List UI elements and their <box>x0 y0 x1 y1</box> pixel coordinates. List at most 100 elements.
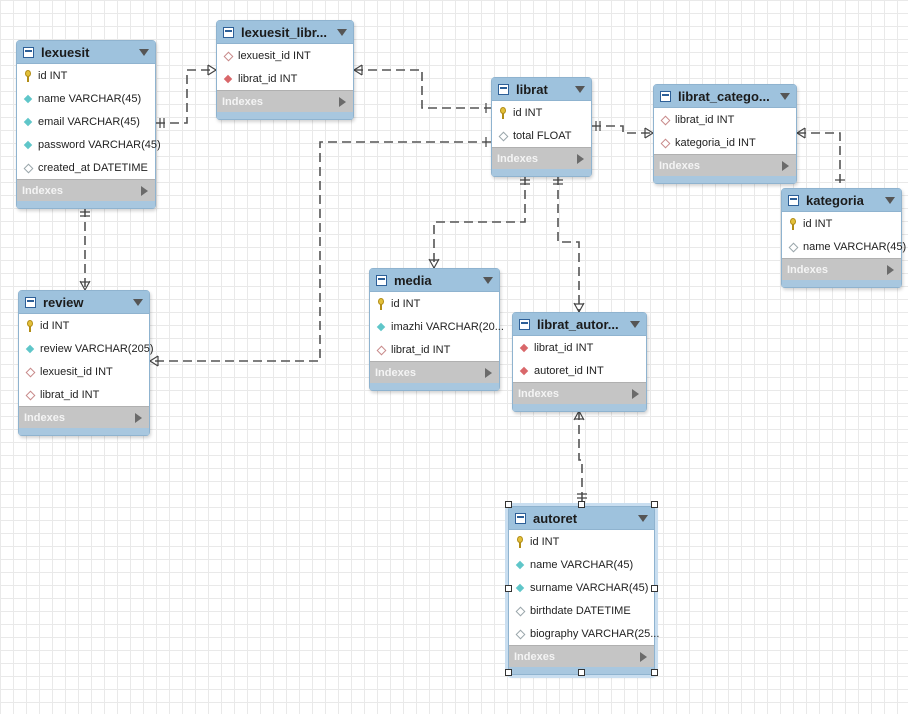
column-row[interactable]: email VARCHAR(45) <box>17 110 155 133</box>
column-row[interactable]: review VARCHAR(205) <box>19 337 154 360</box>
column-row[interactable]: id INT <box>492 101 591 124</box>
expand-arrow-icon[interactable] <box>485 368 492 378</box>
column-row[interactable]: imazhi VARCHAR(20... <box>370 315 504 338</box>
column-label: surname VARCHAR(45) <box>530 581 649 594</box>
indexes-label: Indexes <box>24 411 65 424</box>
indexes-section[interactable]: Indexes <box>509 645 654 667</box>
expand-arrow-icon[interactable] <box>339 97 346 107</box>
resize-handle-middle-left[interactable] <box>505 585 512 592</box>
table-header[interactable]: lexuesit <box>17 41 155 64</box>
expand-arrow-icon[interactable] <box>135 413 142 423</box>
column-row[interactable]: name VARCHAR(45) <box>17 87 155 110</box>
resize-handle-bottom-right[interactable] <box>651 669 658 676</box>
resize-handle-middle-right[interactable] <box>651 585 658 592</box>
table-icon <box>376 274 387 286</box>
table-footer <box>217 112 353 119</box>
column-row[interactable]: name VARCHAR(45) <box>509 553 654 576</box>
column-row[interactable]: librat_id INT <box>513 336 646 359</box>
column-row[interactable]: id INT <box>19 314 149 337</box>
expand-arrow-icon[interactable] <box>577 154 584 164</box>
chevron-down-icon[interactable] <box>483 276 493 284</box>
chevron-down-icon[interactable] <box>630 320 640 328</box>
column-row[interactable]: surname VARCHAR(45) <box>509 576 654 599</box>
table-icon <box>519 318 530 330</box>
table-review[interactable]: review id INT review VARCHAR(205) lexues… <box>18 290 154 436</box>
column-row[interactable]: autoret_id INT <box>513 359 646 382</box>
column-row[interactable]: librat_id INT <box>19 383 149 406</box>
indexes-section[interactable]: Indexes <box>19 406 149 428</box>
table-header[interactable]: review <box>19 291 149 314</box>
chevron-down-icon[interactable] <box>780 92 790 100</box>
column-label: biography VARCHAR(25... <box>530 627 660 640</box>
table-header[interactable]: autoret <box>509 507 654 530</box>
column-row[interactable]: id INT <box>782 212 901 235</box>
resize-handle-top-right[interactable] <box>651 501 658 508</box>
table-header[interactable]: lexuesit_libr... <box>217 21 353 44</box>
indexes-section[interactable]: Indexes <box>513 382 646 404</box>
expand-arrow-icon[interactable] <box>632 389 639 399</box>
table-name: librat_autor... <box>537 316 619 332</box>
table-librat[interactable]: librat id INT total FLOAT Indexes <box>491 77 592 177</box>
indexes-section[interactable]: Indexes <box>492 147 591 169</box>
table-header[interactable]: librat_catego... <box>654 85 796 108</box>
table-header[interactable]: librat_autor... <box>513 313 646 336</box>
not-null-column-icon <box>22 116 34 128</box>
chevron-down-icon[interactable] <box>133 298 143 306</box>
indexes-section[interactable]: Indexes <box>370 361 499 383</box>
indexes-label: Indexes <box>659 159 700 172</box>
column-row[interactable]: id INT <box>17 64 155 87</box>
column-row[interactable]: password VARCHAR(45) <box>17 133 161 156</box>
column-row[interactable]: librat_id INT <box>217 67 353 90</box>
table-lexuesit[interactable]: lexuesit id INT name VARCHAR(45) email V… <box>16 40 161 209</box>
primary-key-icon <box>514 535 526 548</box>
column-row[interactable]: librat_id INT <box>654 108 796 131</box>
table-header[interactable]: librat <box>492 78 591 101</box>
column-label: id INT <box>513 106 543 119</box>
expand-arrow-icon[interactable] <box>640 652 647 662</box>
indexes-section[interactable]: Indexes <box>17 179 155 201</box>
chevron-down-icon[interactable] <box>575 85 585 93</box>
expand-arrow-icon[interactable] <box>782 161 789 171</box>
chevron-down-icon[interactable] <box>885 196 895 204</box>
column-icon <box>514 605 526 617</box>
resize-handle-bottom-left[interactable] <box>505 669 512 676</box>
table-kategoria[interactable]: kategoria id INT name VARCHAR(45) Indexe… <box>781 188 906 288</box>
indexes-section[interactable]: Indexes <box>654 154 796 176</box>
table-icon <box>660 90 671 102</box>
indexes-section[interactable]: Indexes <box>217 90 353 112</box>
resize-handle-bottom-center[interactable] <box>578 669 585 676</box>
indexes-label: Indexes <box>518 387 559 400</box>
chevron-down-icon[interactable] <box>139 48 149 56</box>
resize-handle-top-left[interactable] <box>505 501 512 508</box>
chevron-down-icon[interactable] <box>337 28 347 36</box>
column-row[interactable]: name VARCHAR(45) <box>782 235 906 258</box>
table-header[interactable]: media <box>370 269 499 292</box>
table-lexuesit-librat[interactable]: lexuesit_libr... lexuesit_id INT librat_… <box>216 20 354 120</box>
column-row[interactable]: created_at DATETIME <box>17 156 155 179</box>
column-row[interactable]: id INT <box>370 292 499 315</box>
rel-librat-media <box>433 176 526 268</box>
column-label: lexuesit_id INT <box>40 365 113 378</box>
table-icon <box>515 512 526 524</box>
column-label: librat_id INT <box>534 341 594 354</box>
column-row[interactable]: lexuesit_id INT <box>19 360 149 383</box>
expand-arrow-icon[interactable] <box>141 186 148 196</box>
table-header[interactable]: kategoria <box>782 189 901 212</box>
column-row[interactable]: total FLOAT <box>492 124 591 147</box>
column-row[interactable]: id INT <box>509 530 654 553</box>
column-row[interactable]: lexuesit_id INT <box>217 44 353 67</box>
indexes-section[interactable]: Indexes <box>782 258 901 280</box>
chevron-down-icon[interactable] <box>638 514 648 522</box>
column-row[interactable]: biography VARCHAR(25... <box>509 622 659 645</box>
expand-arrow-icon[interactable] <box>887 265 894 275</box>
table-librat-kategorite[interactable]: librat_catego... librat_id INT kategoria… <box>653 84 797 184</box>
table-autoret[interactable]: autoret id INT name VARCHAR(45) surname … <box>508 506 659 675</box>
table-media[interactable]: media id INT imazhi VARCHAR(20... librat… <box>369 268 504 391</box>
resize-handle-top-center[interactable] <box>578 501 585 508</box>
column-row[interactable]: birthdate DATETIME <box>509 599 654 622</box>
column-row[interactable]: kategoria_id INT <box>654 131 796 154</box>
table-librat-autoret[interactable]: librat_autor... librat_id INT autoret_id… <box>512 312 647 412</box>
column-label: kategoria_id INT <box>675 136 756 149</box>
column-row[interactable]: librat_id INT <box>370 338 499 361</box>
foreign-key-icon <box>222 50 234 62</box>
